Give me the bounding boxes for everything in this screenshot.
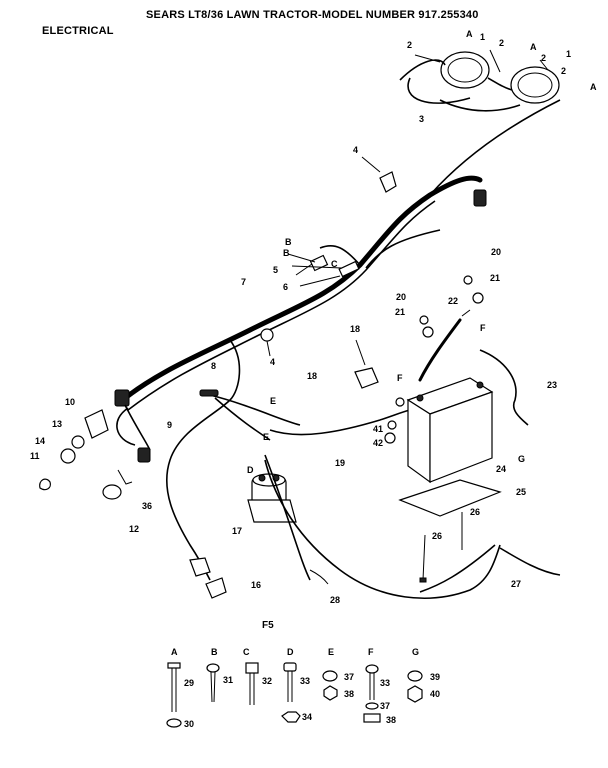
legend-part-38b: 38	[386, 715, 396, 725]
ref-letter-f: F	[480, 323, 486, 333]
ref-letter-b: B	[283, 248, 290, 258]
ref-letter-e: E	[263, 432, 269, 442]
legend-letter-f: F	[368, 647, 374, 657]
callout-23: 23	[547, 380, 557, 390]
callout-12: 12	[129, 524, 139, 534]
ref-letter-c: C	[331, 259, 338, 269]
ref-letter-d: D	[247, 465, 254, 475]
wire-clip	[379, 171, 397, 193]
callout-11: 11	[30, 451, 40, 461]
switch-washer	[60, 448, 76, 464]
ref-letter-g: G	[518, 454, 525, 464]
callout-2: 2	[561, 66, 566, 76]
callout-36: 36	[142, 501, 152, 511]
figure-label: F5	[262, 620, 274, 631]
ref-letter-f: F	[397, 373, 403, 383]
legend-letter-e: E	[328, 647, 334, 657]
callout-6: 6	[283, 282, 288, 292]
legend-part-31: 31	[223, 675, 233, 685]
battery	[406, 377, 494, 484]
callout-42: 42	[373, 438, 383, 448]
legend-letter-a: A	[171, 647, 178, 657]
legend-part-38: 38	[344, 689, 354, 699]
callout-20: 20	[491, 247, 501, 257]
switch-knob	[39, 478, 51, 491]
callout-2: 2	[541, 53, 546, 63]
legend-part-40: 40	[430, 689, 440, 699]
callout-14: 14	[35, 436, 45, 446]
section-heading: ELECTRICAL	[42, 25, 114, 37]
legend-letter-c: C	[243, 647, 250, 657]
callout-26: 26	[432, 531, 442, 541]
switch-nut	[71, 435, 85, 449]
light-switch	[84, 409, 109, 439]
legend-part-37b: 37	[380, 701, 390, 711]
callout-1: 1	[566, 49, 571, 59]
callout-28: 28	[330, 595, 340, 605]
callout-3: 3	[419, 114, 424, 124]
legend-letter-d: D	[287, 647, 294, 657]
callout-1: 1	[480, 32, 485, 42]
callout-22: 22	[448, 296, 458, 306]
ref-letter-a: A	[530, 42, 537, 52]
connector-6	[338, 260, 360, 278]
connector-plug	[189, 557, 211, 577]
callout-4: 4	[270, 357, 275, 367]
callout-16: 16	[251, 580, 261, 590]
callout-2: 2	[499, 38, 504, 48]
callout-8: 8	[211, 361, 216, 371]
main-wiring-harness	[114, 99, 561, 411]
grommet	[260, 328, 274, 342]
callout-20: 20	[396, 292, 406, 302]
callout-21: 21	[395, 307, 405, 317]
callout-7: 7	[241, 277, 246, 287]
legend-part-34: 34	[302, 712, 312, 722]
diagram-title: SEARS LT8/36 LAWN TRACTOR-MODEL NUMBER 9…	[146, 9, 479, 21]
callout-41: 41	[373, 424, 383, 434]
legend-letter-g: G	[412, 647, 419, 657]
headlight-right	[510, 66, 560, 104]
ref-letter-a: A	[466, 29, 473, 39]
callout-17: 17	[232, 526, 242, 536]
callout-19: 19	[335, 458, 345, 468]
legend-part-30: 30	[184, 719, 194, 729]
legend-part-39: 39	[430, 672, 440, 682]
legend-part-33: 33	[300, 676, 310, 686]
legend-part-37: 37	[344, 672, 354, 682]
callout-25: 25	[516, 487, 526, 497]
callout-24: 24	[496, 464, 506, 474]
ref-letter-b: B	[285, 237, 292, 247]
ref-letter-a: A	[590, 82, 597, 92]
callout-13: 13	[52, 419, 62, 429]
hardware-legend: A 29 30 B 31 C 32 D 33 34 E 37 38 F 33	[166, 647, 440, 729]
legend-letter-b: B	[211, 647, 218, 657]
cap-12	[102, 484, 122, 500]
callout-27: 27	[511, 579, 521, 589]
legend-part-29: 29	[184, 678, 194, 688]
callout-10: 10	[65, 397, 75, 407]
battery-tray	[398, 479, 502, 517]
callout-4: 4	[353, 145, 358, 155]
callout-18: 18	[350, 324, 360, 334]
spark-plug-boot	[205, 577, 227, 599]
headlight-left	[440, 51, 490, 89]
callout-2: 2	[407, 40, 412, 50]
legend-part-32: 32	[262, 676, 272, 686]
callout-26: 26	[470, 507, 480, 517]
callout-9: 9	[167, 420, 172, 430]
connector-5	[309, 254, 329, 272]
ignition-plug	[354, 367, 379, 389]
callout-5: 5	[273, 265, 278, 275]
callout-18: 18	[307, 371, 317, 381]
legend-part-33b: 33	[380, 678, 390, 688]
callout-21: 21	[490, 273, 500, 283]
ref-letter-e: E	[270, 396, 276, 406]
